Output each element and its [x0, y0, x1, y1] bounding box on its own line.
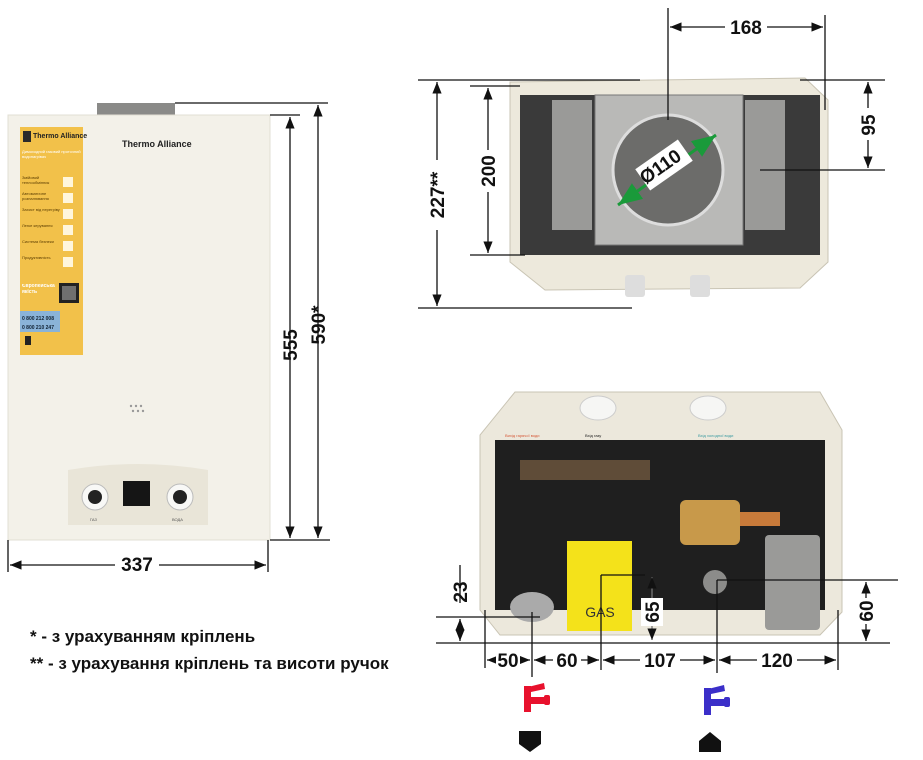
label-brand: Thermo Alliance [33, 133, 87, 140]
flue-pipe [97, 103, 175, 116]
dim-top-height-total: 227** [428, 171, 449, 218]
dim-bottom-left-height: 23 [451, 581, 472, 602]
indicator-dots [129, 404, 145, 413]
feature-item: Продуктивність [22, 256, 51, 260]
gas-label: GAS [585, 604, 615, 620]
phone-1: 0 800 212 008 [22, 316, 54, 322]
dim-spacing-3: 107 [644, 651, 676, 672]
feature-icon [63, 177, 73, 187]
dim-height-body: 555 [281, 329, 302, 361]
feature-icon [63, 257, 73, 267]
inlet-arrow-up-icon [699, 732, 721, 752]
top-view: Ø110 [509, 77, 829, 297]
gas-in-label: Вхід газу [585, 433, 601, 438]
note-mounting: * - з урахуванням кріплень [30, 627, 255, 646]
knob-left-label: ГАЗ [90, 517, 98, 522]
battery-icon [25, 336, 31, 345]
bottom-dimensions: 23 65 60 50 60 107 120 [436, 565, 898, 677]
phone-2: 0 800 210 247 [22, 325, 54, 331]
label-quality: Європейська якість [22, 284, 55, 295]
dim-gas-height: 65 [643, 601, 664, 623]
gas-plate [567, 541, 632, 631]
feature-icon [63, 241, 73, 251]
phone-box [20, 311, 60, 332]
dim-spacing-2: 60 [556, 651, 577, 672]
hot-water-faucet-icon [524, 683, 550, 712]
feature-item: Система безпеки [22, 240, 54, 244]
dim-spacing-4: 120 [761, 651, 793, 672]
label-title: Димоходний газовий проточний водонагріва… [22, 150, 81, 159]
outlet-arrow-down-icon [519, 731, 541, 752]
dim-width: 337 [121, 555, 153, 576]
feature-icon [63, 193, 73, 203]
front-dimensions: 555 590* 337 [7, 102, 330, 576]
label-features: Змійовий теплообмінник Автоматичне розпа… [22, 176, 73, 267]
note-mounting-handles: ** - з урахування кріплень та висоти руч… [30, 654, 389, 673]
hot-water-out-label: Вихід гарячої води [505, 433, 540, 438]
display-screen [123, 481, 150, 506]
dim-height-total: 590* [309, 305, 330, 345]
top-dimensions: 168 95 200 227** [418, 8, 885, 309]
info-label: Thermo Alliance Димоходний газовий прото… [20, 127, 87, 355]
dim-top-height: 200 [479, 155, 500, 187]
dim-bottom-right-height: 60 [857, 600, 878, 621]
feature-item: Захист від перегріву [22, 208, 60, 212]
qr-code-icon [59, 283, 79, 303]
cold-water-in-label: Вхід холодної води [698, 433, 733, 438]
cold-water-faucet-icon [704, 685, 730, 715]
dim-top-offset: 168 [730, 18, 762, 39]
feature-icon [63, 209, 73, 219]
feature-item: Автоматичне розпалювання [22, 192, 49, 201]
front-view: Thermo Alliance Димоходний газовий прото… [7, 103, 271, 541]
bottom-view: GAS Вихід гарячої води Вхід газу Вхід хо… [479, 391, 843, 636]
dim-spacing-1: 50 [497, 651, 518, 672]
feature-icon [63, 225, 73, 235]
knob-right-label: ВОДА [172, 517, 183, 522]
feature-item: Змійовий теплообмінник [22, 176, 50, 185]
brand-logo: Thermo Alliance [122, 139, 192, 149]
dim-top-depth-offset: 95 [859, 114, 880, 136]
feature-item: Легке керування [22, 224, 53, 228]
brand-icon [23, 131, 31, 142]
